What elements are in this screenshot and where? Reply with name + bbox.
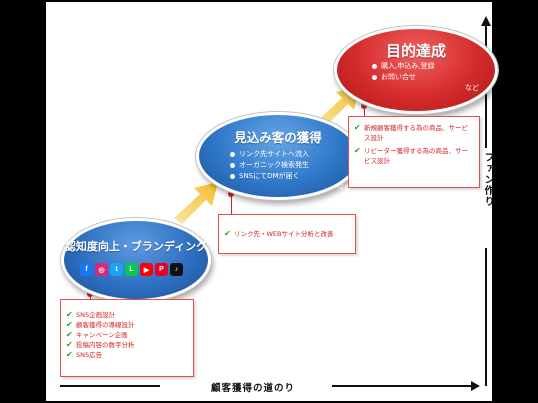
line-icon: L [125, 263, 138, 276]
task-box-goal: ✔新規顧客獲得する為の商品、サービス設計 ✔リピーター獲得する為の商品、サービス… [348, 116, 480, 188]
list-item: お問い合せ [372, 72, 434, 83]
pin-goal [361, 103, 367, 109]
check-icon: ✔ [66, 350, 73, 359]
pin-prospects [228, 191, 234, 197]
list-item: 購入,申込み,登録 [372, 61, 434, 72]
bullet-icon [372, 63, 377, 69]
awareness-title: 認知度向上・ブランディング [64, 240, 208, 253]
list-item: ✔リンク先・WEBサイト分析と改善 [224, 229, 334, 238]
youtube-icon: ▶ [140, 263, 153, 276]
prospects-bullets: リンク先サイトへ流入 オーガニック検索発生 SNSにてDMが届く [230, 149, 309, 182]
check-icon: ✔ [66, 310, 73, 319]
list-item: ✔新規顧客獲得する為の商品、サービス設計 [354, 123, 468, 142]
awareness-task-list: ✔SNS企画設計 ✔顧客獲得の導線設計 ✔キャンペーン企画 ✔投稿内容の数字分析… [66, 310, 188, 360]
goal-task-list: ✔新規顧客獲得する為の商品、サービス設計 ✔リピーター獲得する為の商品、サービス… [354, 123, 474, 166]
check-icon: ✔ [354, 123, 361, 132]
prospects-task-list: ✔リンク先・WEBサイト分析と改善 [224, 229, 350, 239]
tiktok-icon: ♪ [170, 263, 183, 276]
connector-awareness [90, 294, 91, 301]
x-axis-arrowhead [471, 381, 480, 391]
list-item: ✔キャンペーン企画 [66, 330, 128, 339]
list-item: オーガニック検索発生 [230, 160, 309, 171]
list-item: SNSにてDMが届く [230, 171, 309, 182]
prospects-title: 見込み客の獲得 [234, 130, 322, 145]
goal-bullets: 購入,申込み,登録 お問い合せ [372, 61, 434, 83]
list-item: リンク先サイトへ流入 [230, 149, 309, 160]
pin-awareness [87, 291, 93, 297]
bullet-icon [230, 173, 235, 179]
pinterest-icon: P [155, 263, 168, 276]
connector-goal [364, 106, 365, 118]
list-item: ✔SNS広告 [66, 350, 103, 359]
check-icon: ✔ [66, 320, 73, 329]
x-axis-label: 顧客獲得の道のり [211, 383, 296, 394]
list-item: ✔顧客獲得の導線設計 [66, 320, 135, 329]
stage-prospects: 見込み客の獲得 リンク先サイトへ流入 オーガニック検索発生 SNSにてDMが届く… [196, 112, 360, 200]
task-box-prospects: ✔リンク先・WEBサイト分析と改善 [218, 214, 356, 254]
check-icon: ✔ [354, 146, 361, 155]
list-item: ✔SNS企画設計 [66, 310, 116, 319]
stage-goal: 目的達成 購入,申込み,登録 お問い合せ など [334, 26, 498, 114]
facebook-icon: f [80, 263, 93, 276]
y-axis-label: ファン作り [482, 152, 493, 207]
step-arrow-1 [174, 182, 218, 224]
bullet-icon [230, 151, 235, 157]
twitter-icon: t [110, 263, 123, 276]
connector-prospects [231, 194, 232, 216]
goal-etc: など [465, 84, 479, 92]
bullet-icon [230, 162, 235, 168]
step-arrow-2 [316, 86, 360, 128]
check-icon: ✔ [66, 340, 73, 349]
prospects-etc: など [337, 183, 351, 191]
check-icon: ✔ [66, 330, 73, 339]
y-axis-arrowhead [481, 16, 491, 26]
list-item: ✔投稿内容の数字分析 [66, 340, 135, 349]
instagram-icon: ◎ [95, 263, 108, 276]
goal-title: 目的達成 [385, 42, 446, 60]
bullet-icon [372, 74, 377, 80]
check-icon: ✔ [224, 229, 231, 238]
task-box-awareness: ✔SNS企画設計 ✔顧客獲得の導線設計 ✔キャンペーン企画 ✔投稿内容の数字分析… [60, 299, 194, 377]
list-item: ✔リピーター獲得する為の商品、サービス設計 [354, 146, 468, 165]
